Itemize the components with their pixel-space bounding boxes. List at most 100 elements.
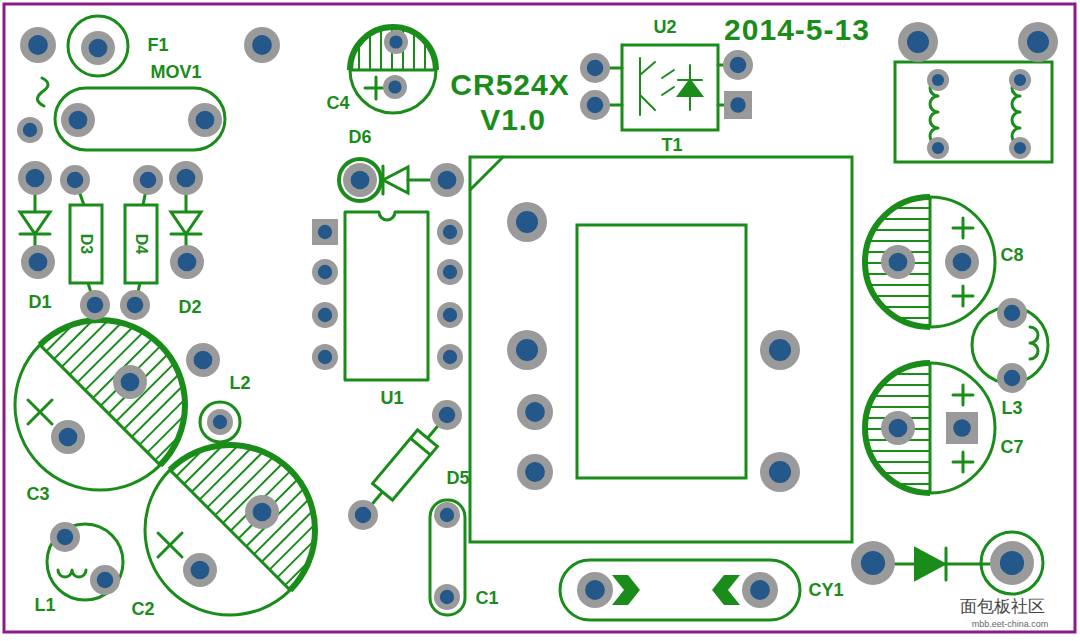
pad-hole bbox=[1004, 305, 1021, 322]
transformer-outline bbox=[470, 157, 852, 542]
part-designator: CY1 bbox=[808, 581, 843, 599]
round-pad bbox=[50, 522, 80, 552]
polarity-cross bbox=[28, 400, 52, 424]
hatch-line bbox=[881, 218, 930, 220]
round-pad bbox=[170, 245, 204, 279]
ic-outline bbox=[345, 212, 428, 380]
round-pad bbox=[21, 245, 55, 279]
diode-symbol bbox=[20, 212, 50, 234]
pad-hole bbox=[140, 172, 157, 189]
hatch-line bbox=[238, 479, 298, 539]
round-pad bbox=[580, 90, 610, 120]
pad-hole bbox=[889, 419, 908, 438]
round-pad bbox=[723, 50, 753, 80]
round-pad bbox=[186, 343, 220, 377]
round-pad bbox=[742, 572, 778, 608]
capacitor-hatch bbox=[865, 197, 930, 327]
part-designator: C2 bbox=[131, 600, 154, 618]
round-pad bbox=[881, 245, 915, 279]
pad-hole bbox=[443, 350, 457, 364]
inductor-outline bbox=[200, 402, 240, 442]
pad-ring bbox=[339, 159, 381, 201]
hatch-line bbox=[413, 32, 415, 70]
part-designator: F1 bbox=[147, 36, 168, 54]
pad-hole bbox=[57, 529, 74, 546]
part-designator: L1 bbox=[34, 596, 55, 614]
pad-hole bbox=[443, 265, 457, 279]
round-pad bbox=[927, 69, 949, 91]
round-pad bbox=[760, 330, 800, 370]
round-pad bbox=[61, 103, 95, 137]
board-marking: 2014-5-13 bbox=[724, 15, 870, 45]
round-pad bbox=[343, 163, 377, 197]
round-pad bbox=[17, 117, 43, 143]
capacitor-band bbox=[865, 197, 930, 327]
round-pad bbox=[577, 572, 613, 608]
pad-hole bbox=[440, 508, 454, 522]
polarity-plus bbox=[962, 385, 965, 405]
round-pad bbox=[245, 495, 279, 529]
capacitor-band bbox=[350, 27, 436, 70]
watermark: mbb.eet-china.com bbox=[972, 620, 1049, 629]
diode-body-rect bbox=[373, 430, 438, 500]
capacitor-hatch bbox=[170, 410, 350, 590]
round-pad bbox=[348, 500, 378, 530]
pad-hole bbox=[178, 253, 197, 272]
capacitor-band bbox=[170, 410, 350, 590]
diode-bar bbox=[382, 166, 385, 194]
part-designator: D3 bbox=[78, 234, 94, 254]
hatch-line bbox=[70, 323, 122, 375]
diode-lead bbox=[408, 179, 430, 182]
round-pad bbox=[384, 30, 408, 54]
polarity-plus bbox=[962, 452, 965, 472]
round-pad bbox=[437, 344, 463, 370]
hatch-line bbox=[873, 395, 930, 397]
part-designator: U1 bbox=[380, 389, 403, 407]
hatch-line bbox=[881, 384, 930, 386]
round-pad bbox=[18, 161, 52, 195]
hatch-line bbox=[883, 472, 930, 474]
round-pad bbox=[430, 163, 464, 197]
pad-hole bbox=[89, 39, 108, 58]
capacitor-outline bbox=[430, 500, 465, 615]
round-pad bbox=[927, 137, 949, 159]
part-designator: D6 bbox=[348, 128, 371, 146]
pad-ring bbox=[981, 532, 1043, 594]
round-pad bbox=[507, 330, 547, 370]
pad-hole bbox=[438, 171, 457, 190]
pad-hole bbox=[439, 407, 456, 424]
chevron-mark bbox=[712, 575, 740, 605]
part-designator: C1 bbox=[475, 589, 498, 607]
round-pad bbox=[90, 565, 120, 595]
pad-hole bbox=[750, 580, 770, 600]
round-pad bbox=[851, 541, 895, 585]
diode-bar bbox=[20, 233, 50, 236]
round-pad bbox=[51, 420, 85, 454]
pad-hole bbox=[213, 415, 227, 429]
pad-hole bbox=[525, 462, 545, 482]
diode-body bbox=[125, 205, 157, 283]
pad-hole bbox=[67, 172, 84, 189]
pad-hole bbox=[585, 580, 605, 600]
hatch-line bbox=[101, 346, 161, 406]
diode-bar bbox=[945, 548, 948, 580]
diode-body bbox=[70, 205, 102, 283]
hatch-line bbox=[875, 461, 930, 463]
capacitor-divider bbox=[170, 470, 290, 590]
capacitor-hatch bbox=[865, 363, 930, 493]
round-pad bbox=[434, 502, 460, 528]
pad-hole bbox=[59, 428, 78, 447]
pad-hole bbox=[1014, 142, 1026, 154]
pad-hole bbox=[440, 590, 454, 604]
hatch-line bbox=[873, 229, 930, 231]
part-designator: D5 bbox=[446, 469, 469, 487]
round-pad bbox=[432, 400, 462, 430]
pad-hole bbox=[730, 97, 745, 112]
pad-hole bbox=[953, 253, 972, 272]
round-pad bbox=[113, 365, 147, 399]
pad-hole bbox=[121, 373, 140, 392]
optocoupler-outline bbox=[622, 45, 718, 130]
pad-hole bbox=[26, 169, 45, 188]
pad-hole bbox=[1027, 31, 1049, 53]
pad-hole bbox=[23, 123, 37, 137]
